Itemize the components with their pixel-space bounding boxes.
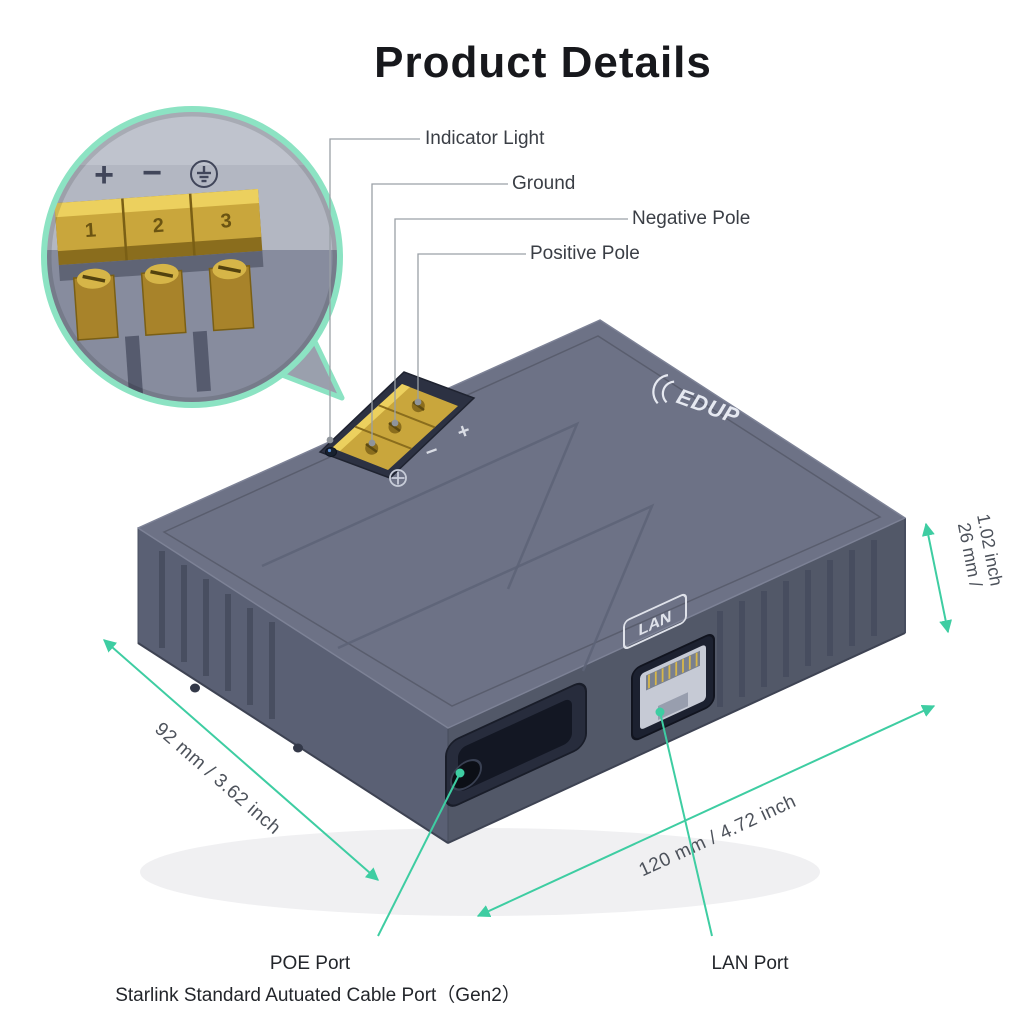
terminal-number-1: 1 (84, 219, 97, 242)
dimension-arrows (103, 522, 953, 918)
port-leaders (377, 707, 713, 937)
logo-signal-arc-icon (652, 374, 669, 405)
screw-terminal-1 (72, 268, 119, 341)
screw-hole (190, 683, 200, 693)
screw-terminal-3 (208, 259, 255, 332)
indicator-led (325, 447, 337, 457)
leader-lines (329, 138, 628, 440)
indicator-light-leader (329, 138, 420, 437)
inset-plus-symbol: + (94, 156, 114, 194)
lan-port-label: LAN Port (711, 953, 789, 974)
inset-terminal-block: 1 2 3 (54, 189, 264, 397)
page-title: Product Details (374, 38, 712, 87)
lan-port-leader (659, 711, 713, 937)
poe-port-dot (455, 768, 465, 778)
terminal-number-3: 3 (220, 210, 233, 233)
screw-terminal-2 (140, 263, 187, 336)
rj45-pins (648, 652, 698, 689)
zoom-inset-ring (41, 106, 343, 408)
poe-port-leader (377, 772, 461, 937)
ground-leader (371, 183, 508, 440)
dimension-depth-text: 92 mm / 3.62 inch (151, 719, 285, 840)
callout-positive-pole: Positive Pole (530, 243, 640, 264)
inset-minus-symbol: − (142, 154, 162, 192)
top-face-groove-1 (261, 421, 580, 590)
top-face-groove-2 (337, 503, 655, 672)
callout-ground: Ground (512, 173, 576, 194)
dimension-arrow-height (921, 522, 953, 634)
poe-port-label: POE Port (269, 953, 351, 974)
dimension-arrow-depth (103, 639, 379, 881)
logo-signal-arc-icon (661, 380, 675, 404)
terminal-number-2: 2 (152, 215, 165, 238)
lan-port-dot (655, 707, 665, 717)
callout-negative-pole: Negative Pole (632, 208, 751, 229)
leader-dots (326, 398, 422, 447)
callout-indicator-light: Indicator Light (425, 128, 545, 149)
zoom-inset: + − 1 2 3 (41, 106, 345, 408)
device: − + EDUP LAN (137, 319, 906, 844)
starlink-port-sub-label: Starlink Standard Autuated Cable Port（Ge… (115, 985, 521, 1006)
right-face-ribs (717, 540, 877, 707)
screw-hole (293, 743, 303, 753)
dimension-arrow-length (476, 704, 936, 918)
screw-symbol-icon (389, 469, 407, 487)
ground-symbol-icon (190, 160, 218, 188)
zoom-inset-inner-shadow (46, 111, 338, 403)
lan-plate (623, 593, 687, 649)
negative-pole-leader (394, 218, 628, 420)
positive-pole-leader (417, 253, 526, 399)
